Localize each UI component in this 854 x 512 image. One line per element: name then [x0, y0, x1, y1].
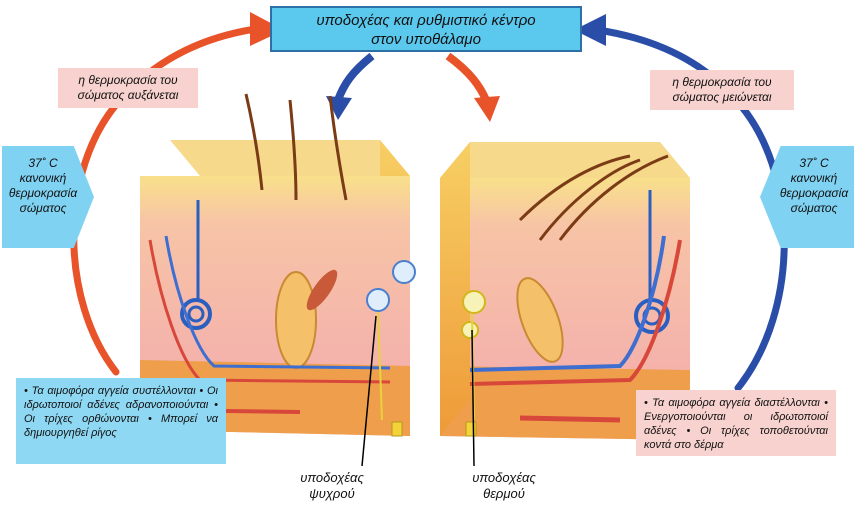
signal-arrow-to-right-skin [445, 52, 500, 122]
signal-arrow-to-left-skin [326, 52, 375, 120]
norm-right-line4: σώματος [790, 201, 838, 215]
norm-left-value: 37˚ C [28, 156, 58, 170]
norm-right-line2: κανονική [790, 171, 838, 185]
skin-block-warm [440, 142, 690, 467]
rising-line2: σώματος αυξάνεται [77, 88, 179, 102]
hair-follicle-warm [516, 277, 564, 363]
norm-left-line2: κανονική [19, 171, 67, 185]
warm-caption-line1: υποδοχέας [472, 470, 536, 485]
cool-feedback-arrow [574, 14, 788, 392]
hair-erect [244, 93, 348, 201]
normal-temperature-right: 37˚ C κανονική θερμοκρασία σώματος [760, 146, 854, 248]
warm-feedback-arrow [70, 12, 284, 376]
norm-right-value: 37˚ C [799, 156, 829, 170]
falling-line1: η θερμοκρασία του [672, 75, 772, 89]
sweat-gland-inactive [180, 200, 212, 330]
control-center-line1: υποδοχέας και ρυθμιστικό κέντρο [316, 12, 536, 29]
cold-caption-line2: ψυχρού [309, 486, 355, 501]
warm-caption-line2: θερμού [483, 486, 525, 501]
norm-left-line3: θερμοκρασία [8, 186, 78, 200]
norm-left-line4: σώματος [19, 201, 67, 215]
blood-vessels-dilated [469, 235, 682, 423]
norm-right-line3: θερμοκρασία [779, 186, 849, 200]
temperature-rising-box: η θερμοκρασία του σώματος αυξάνεται [58, 68, 198, 108]
cold-receptor-caption: υποδοχέας ψυχρού [282, 470, 382, 502]
cold-response-list: • Τα αιμοφόρα αγγεία συστέλλονται • Οι ι… [16, 378, 226, 464]
temperature-falling-box: η θερμοκρασία του σώματος μειώνεται [650, 70, 794, 110]
erector-muscle [306, 269, 338, 311]
hypothalamus-control-box: υποδοχέας και ρυθμιστικό κέντρο στον υπο… [270, 6, 582, 52]
normal-temperature-left: 37˚ C κανονική θερμοκρασία σώματος [2, 146, 94, 248]
control-center-line2: στον υποθάλαμο [371, 31, 481, 48]
cold-caption-line1: υποδοχέας [300, 470, 364, 485]
rising-line1: η θερμοκρασία του [78, 73, 178, 87]
hair-follicle [275, 271, 317, 369]
cold-receptor [366, 260, 416, 437]
falling-line2: σώματος μειώνεται [672, 90, 772, 104]
hair-flat [518, 154, 669, 241]
warm-response-list: • Τα αιμοφόρα αγγεία διαστέλλονται • Ενε… [636, 390, 836, 456]
warm-receptor-caption: υποδοχέας θερμού [454, 470, 554, 502]
